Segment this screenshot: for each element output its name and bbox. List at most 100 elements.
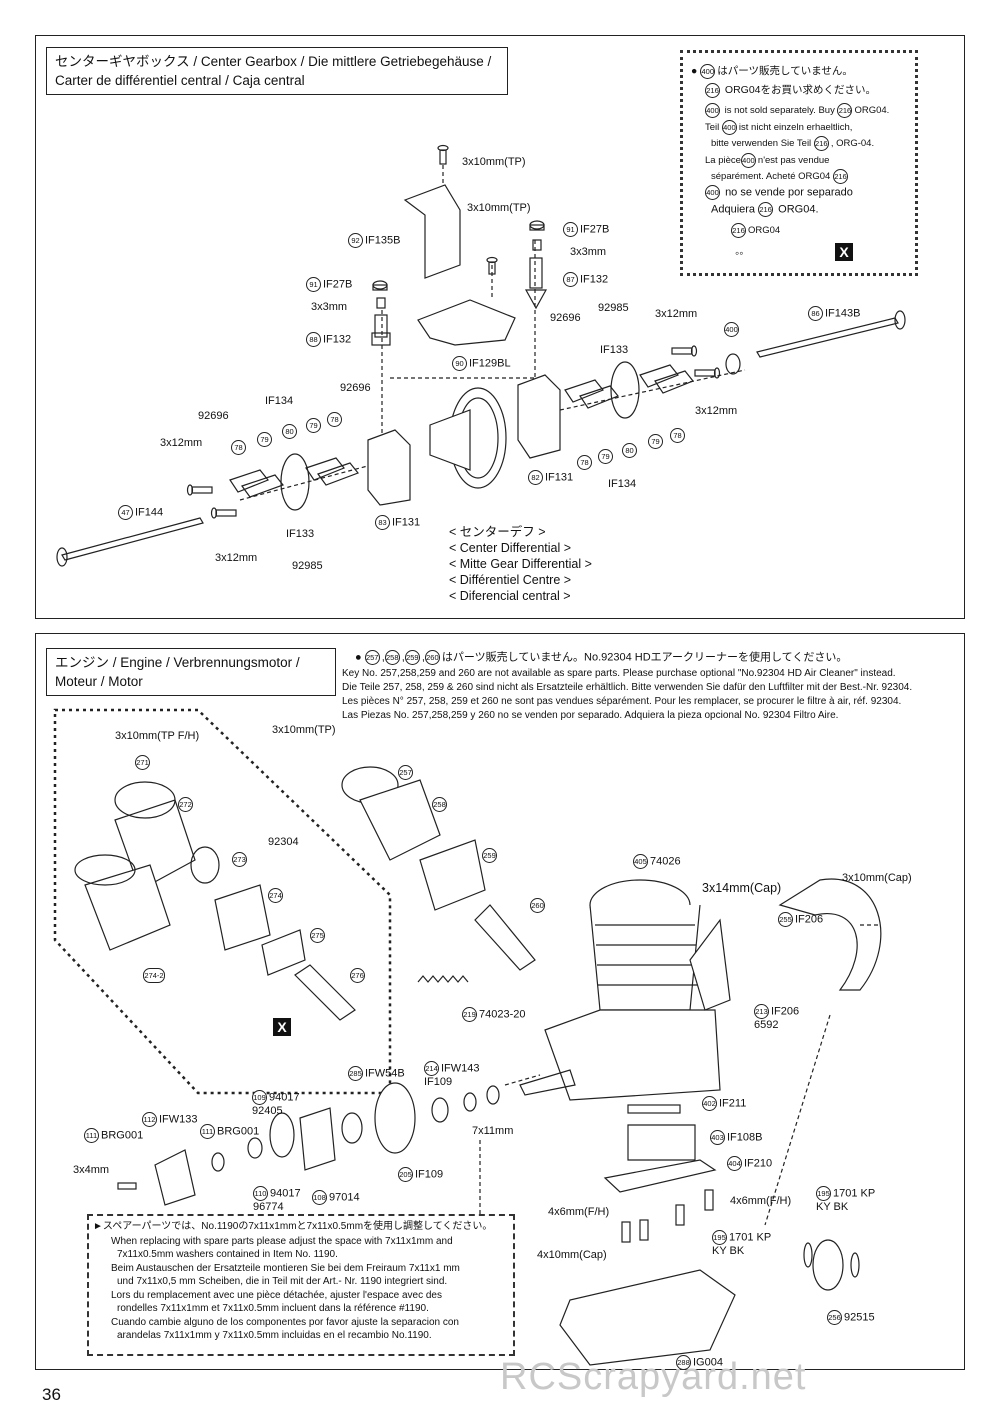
note-line: bitte verwenden Sie Teil 216, ORG-04.	[711, 136, 874, 151]
note-line: Beim Austauschen der Ersatzteile montier…	[111, 1263, 460, 1274]
note-text: ist nicht einzeln erhaeltlich,	[738, 122, 853, 134]
part-label: 273	[232, 852, 249, 867]
washer-label: 78	[577, 455, 594, 470]
part-label: 3x14mm(Cap)	[702, 881, 782, 895]
note-text: Teil	[705, 122, 720, 134]
note-line: arandelas 7x11x1mm y 7x11x0.5mm incluida…	[117, 1330, 432, 1341]
engine-title: エンジン / Engine / Verbrennungsmotor / Mote…	[46, 648, 336, 696]
washer-label: 78	[670, 428, 687, 443]
note-text: ORG04.	[778, 203, 819, 216]
note-line: Adquiera 216 ORG04.	[711, 202, 819, 217]
part-label: 3x10mm(Cap)	[842, 872, 912, 884]
washer-label: 79	[306, 418, 323, 433]
note-text: はパーツ販売していません。	[717, 65, 853, 77]
part-number-badge: 216	[813, 136, 829, 151]
note-text: no se vende por separado	[725, 186, 853, 199]
page-number: 36	[42, 1385, 61, 1404]
part-label: 4x6mm(F/H)	[548, 1206, 610, 1218]
part-label: 3x10mm(TP)	[467, 202, 531, 214]
note-line: Les pièces N° 257, 258, 259 et 260 ne so…	[342, 696, 902, 707]
part-number-badge: 216	[731, 223, 746, 238]
part-label: 260	[530, 898, 547, 913]
note-line: Las Piezas No. 257,258,259 y 260 no se v…	[342, 710, 839, 721]
center-gearbox-panel	[35, 35, 965, 619]
part-label: 3x3mm	[311, 301, 348, 313]
part-number-badge: 400	[721, 120, 737, 135]
note-line: 216 ORG04をお買い求めください。	[705, 82, 876, 98]
part-label: 274	[268, 888, 285, 903]
part-label: 271	[135, 755, 152, 770]
note-line: When replacing with spare parts please a…	[111, 1236, 453, 1247]
note-text: ORG04.	[854, 105, 890, 117]
part-label: IF133	[286, 528, 315, 540]
center-differential-label: < センターデフ > < Center Differential > < Mit…	[449, 525, 592, 603]
part-label: 3x12mm	[215, 552, 258, 564]
washer-label: 79	[648, 434, 665, 449]
part-label: ORG04	[748, 225, 781, 237]
note-line: séparément. Acheté ORG04 216	[711, 169, 850, 184]
not-available-x-icon: X	[273, 1018, 291, 1036]
note-line: Lors du remplacement avec une pièce déta…	[111, 1290, 442, 1301]
spare-parts-note: ►スペアーパーツでは、No.1190の7x11x1mmと7x11x0.5mmを使…	[87, 1214, 515, 1356]
part-label: 3x10mm(TP)	[272, 724, 336, 736]
part-label: 257	[398, 765, 415, 780]
part-label: 259	[482, 848, 499, 863]
washer-label: 80	[282, 424, 299, 439]
part-number-badge: 400	[705, 185, 720, 200]
part-label: 92696	[198, 410, 229, 422]
part-number-badge: 216	[837, 103, 853, 118]
part-label: IF133	[600, 344, 629, 356]
note-line: Cuando cambie alguno de los componentes …	[111, 1317, 459, 1328]
note-text: ORG04をお買い求めください。	[724, 84, 877, 96]
not-available-x-icon: X	[835, 243, 853, 261]
center-gearbox-title: センターギヤボックス / Center Gearbox / Die mittle…	[46, 47, 508, 95]
washer-label: 78	[327, 412, 344, 427]
washer-label: 79	[598, 449, 615, 464]
part-label: 258	[432, 797, 449, 812]
note-line: Key No. 257,258,259 and 260 are not avai…	[342, 668, 896, 679]
part-label: 272	[178, 797, 195, 812]
part-label: 92304	[268, 836, 299, 848]
washer-icon: ◦◦	[735, 246, 744, 260]
part-label: 4x10mm(Cap)	[537, 1249, 607, 1261]
part-label: 7x11mm	[472, 1125, 514, 1137]
note-line: Die Teile 257, 258, 259 & 260 sind nicht…	[342, 682, 913, 693]
part-label: IF134	[608, 478, 637, 490]
note-text: séparément. Acheté ORG04	[711, 171, 831, 183]
part-label: 275	[310, 928, 327, 943]
note-text: , ORG-04.	[830, 138, 875, 150]
part-number-badge: 216	[705, 82, 720, 98]
part-label: IF134	[265, 395, 294, 407]
note-line: und 7x11x0,5 mm Scheiben, die in Teil mi…	[117, 1276, 448, 1287]
note-text: is not sold separately. Buy	[724, 105, 835, 117]
title-line: Carter de différentiel central / Caja ce…	[55, 73, 305, 88]
part-number-badge: 400	[740, 153, 756, 168]
title-line: エンジン / Engine / Verbrennungsmotor /	[55, 655, 300, 670]
engine-panel	[35, 633, 965, 1370]
